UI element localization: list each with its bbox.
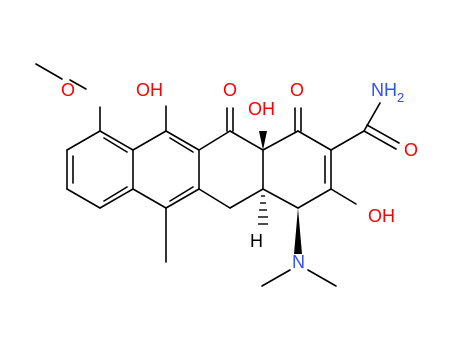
bond-oh-enol [330, 188, 357, 205]
keto-o-right-label: O [290, 80, 304, 100]
oh-top-label: OH [136, 80, 163, 100]
amide-o-label: O [404, 140, 418, 160]
atom-labels: O OH O OH O NH2 O OH H N [61, 80, 418, 272]
ring-b [132, 130, 200, 209]
oh-center-label: OH [248, 99, 275, 119]
substituent-bonds [35, 63, 400, 287]
oh-enol-label: OH [368, 206, 395, 226]
wedge-amine [294, 208, 302, 254]
bond-methoxy-ch3 [35, 63, 63, 80]
stereo-bonds [258, 131, 302, 254]
bond-n-me-right [307, 269, 337, 287]
wedge-oh-center [259, 131, 267, 150]
ring-a [66, 130, 134, 209]
bond-amide-c [330, 130, 365, 151]
ring-h-label: H [250, 231, 263, 251]
amide-n-label: NH2 [371, 80, 404, 105]
ring-d [262, 130, 332, 209]
ring-c [198, 130, 264, 209]
bond-n-me-left [261, 269, 291, 287]
methoxy-o-label: O [61, 80, 75, 100]
keto-o-left-label: O [223, 80, 237, 100]
amine-n-label: N [292, 252, 305, 272]
